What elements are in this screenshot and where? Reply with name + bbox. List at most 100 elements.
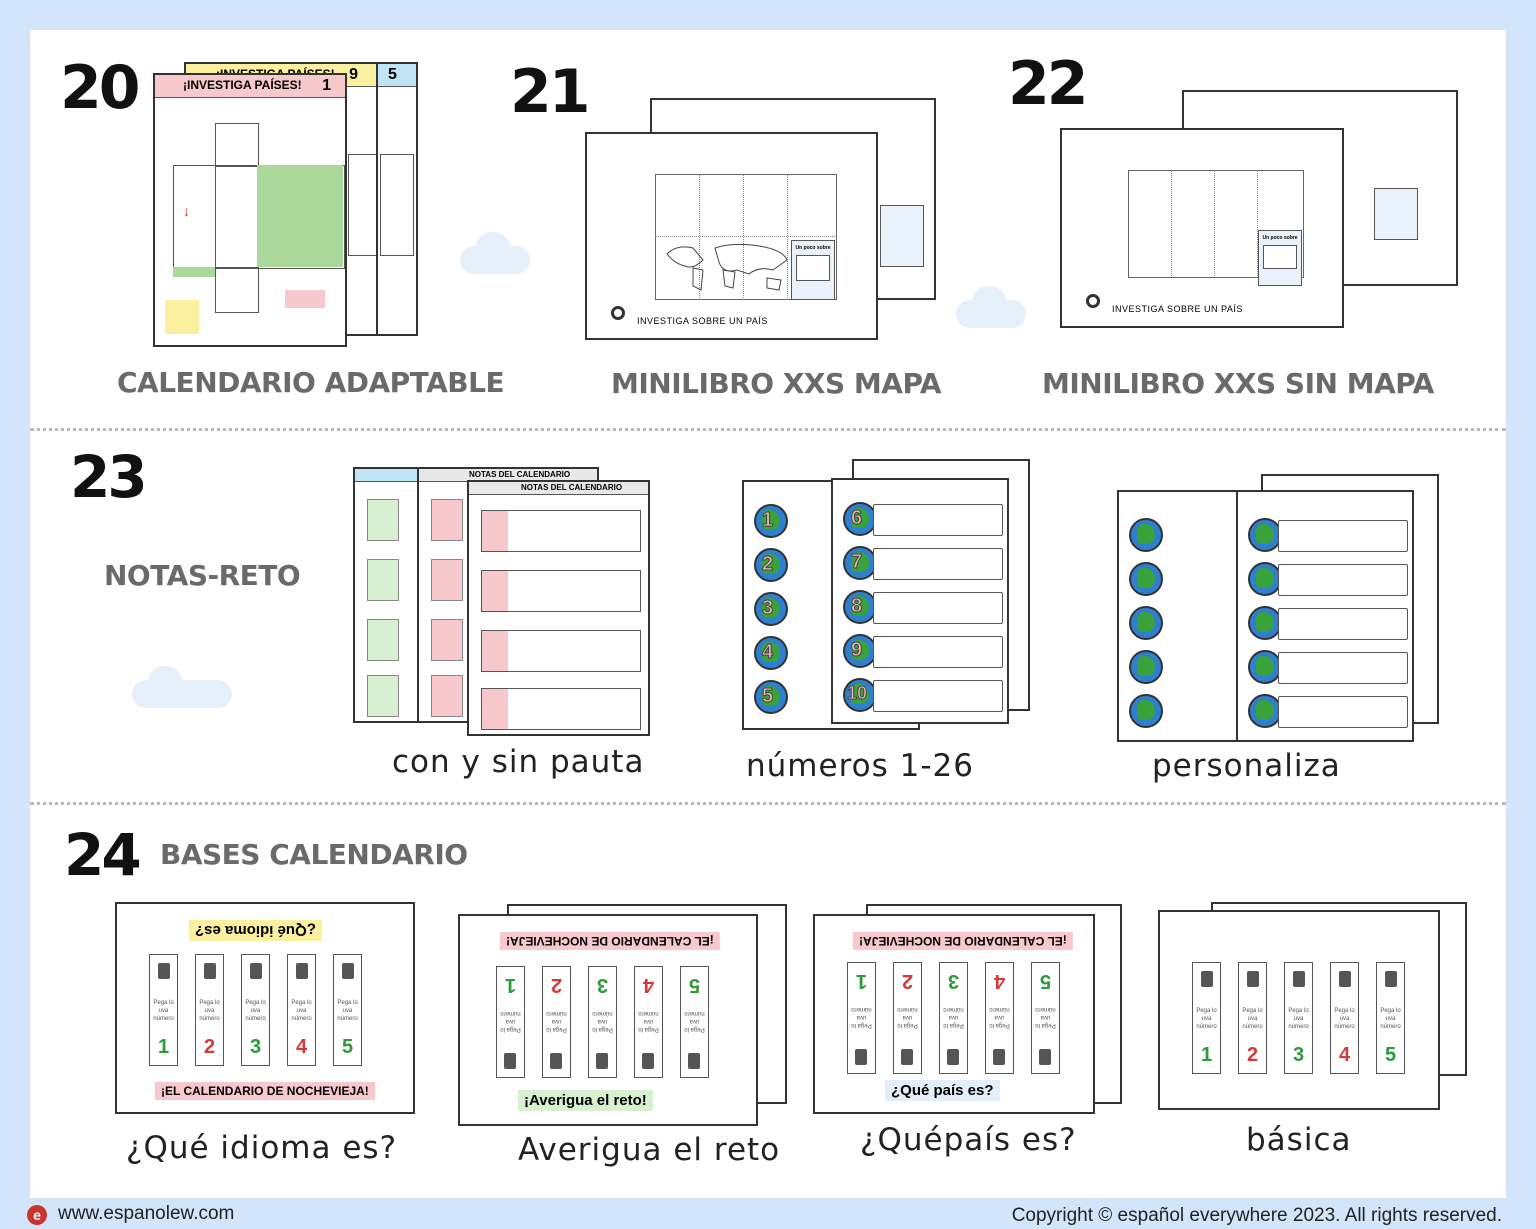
section-22-number: 22 xyxy=(1008,49,1088,119)
globe-icon: 5 xyxy=(754,680,788,714)
jar-icon xyxy=(642,1053,654,1069)
card-number: 5 xyxy=(688,974,701,996)
s21-title: MINILIBRO XXS MAPA xyxy=(611,367,942,400)
card-number: 1 xyxy=(157,1036,170,1058)
s23-numbers-front-right: 6 7 8 9 10 xyxy=(831,478,1009,724)
s24-banner-calendario-upside: ¡EL CALENDARIO DE NOCHEVIEJA! xyxy=(500,932,720,950)
s22-sheet-label: INVESTIGA SOBRE UN PAÍS xyxy=(1112,304,1243,314)
s24-caption-3: ¿Quépaís es? xyxy=(860,1122,1077,1158)
magnifier-icon xyxy=(611,306,625,320)
cloud-icon xyxy=(956,286,1026,328)
globe-icon: 4 xyxy=(754,636,788,670)
card-number: 2 xyxy=(901,970,914,992)
globe-icon xyxy=(1129,562,1163,596)
globe-icon xyxy=(1248,694,1282,728)
card-number: 3 xyxy=(1292,1044,1305,1066)
card-text: Pega lo uva número xyxy=(943,1006,964,1028)
cloud-icon xyxy=(460,232,530,274)
card-text: Pega lo uva número xyxy=(592,1010,613,1032)
world-map-icon xyxy=(663,240,791,294)
globe-icon: 7 xyxy=(843,546,877,580)
cloud-icon xyxy=(132,666,232,708)
card-text: Pega lo uva número xyxy=(638,1010,659,1032)
card-text: Pega lo uva número xyxy=(1196,1008,1217,1030)
s24-caption-1: ¿Qué idioma es? xyxy=(126,1130,398,1166)
card-number: 4 xyxy=(642,974,655,996)
magnifier-icon xyxy=(1086,294,1100,308)
calendar-card: Pega lo uva número 4 xyxy=(1330,962,1359,1074)
footer-copyright: Copyright © español everywhere 2023. All… xyxy=(1011,1205,1502,1226)
calendar-card: Pega lo uva número 2 xyxy=(893,962,922,1074)
jar-icon xyxy=(296,963,308,979)
globe-icon: 10 xyxy=(843,678,877,712)
s20-tab-number-1: 1 xyxy=(322,77,331,94)
calendar-card: Pega lo uva número 2 xyxy=(1238,962,1267,1074)
card-number: 4 xyxy=(1338,1044,1351,1066)
jar-icon xyxy=(947,1049,959,1065)
s23-sheet-title: NOTAS DEL CALENDARIO xyxy=(521,483,623,492)
s23-notes-sheet-3 xyxy=(353,467,419,723)
card-number: 3 xyxy=(947,970,960,992)
card-text: Pega lo uva número xyxy=(291,1000,312,1022)
card-text: Pega lo uva número xyxy=(1035,1006,1056,1028)
card-number: 5 xyxy=(1384,1044,1397,1066)
globe-icon xyxy=(1129,650,1163,684)
jar-icon xyxy=(1339,971,1351,987)
card-text: Pega lo uva número xyxy=(1334,1008,1355,1030)
s20-tab-number-3: 5 xyxy=(388,66,397,83)
s24-banner-calendario: ¡EL CALENDARIO DE NOCHEVIEJA! xyxy=(155,1082,375,1100)
globe-icon: 2 xyxy=(754,548,788,582)
globe-icon xyxy=(1248,562,1282,596)
s21-sheet-label: INVESTIGA SOBRE UN PAÍS xyxy=(637,316,768,326)
globe-icon xyxy=(1248,650,1282,684)
s23-caption-2: números 1-26 xyxy=(746,748,974,784)
jar-icon xyxy=(993,1049,1005,1065)
jar-icon xyxy=(550,1053,562,1069)
footer-website[interactable]: www.espanolew.com xyxy=(58,1203,235,1224)
s23-caption-1: con y sin pauta xyxy=(392,744,645,780)
card-number: 5 xyxy=(341,1036,354,1058)
card-text: Pega lo uva número xyxy=(989,1006,1010,1028)
globe-icon: 1 xyxy=(754,504,788,538)
s20-sheet-title: ¡INVESTIGA PAÍSES! xyxy=(183,78,302,92)
card-text: Pega lo uva número xyxy=(245,1000,266,1022)
section-20-number: 20 xyxy=(60,53,140,123)
card-number: 1 xyxy=(855,970,868,992)
espanolew-logo-icon: e xyxy=(27,1205,47,1225)
s24-banner-idioma: ¿Qué idioma es? xyxy=(189,920,322,941)
card-number: 2 xyxy=(1246,1044,1259,1066)
s23-caption-3: personaliza xyxy=(1152,748,1341,784)
divider xyxy=(30,428,1506,431)
card-number: 3 xyxy=(596,974,609,996)
jar-icon xyxy=(596,1053,608,1069)
card-text: Pega lo uva número xyxy=(897,1006,918,1028)
globe-icon: 3 xyxy=(754,592,788,626)
card-text: Pega lo uva número xyxy=(1288,1008,1309,1030)
card-number: 3 xyxy=(249,1036,262,1058)
jar-icon xyxy=(250,963,262,979)
section-24-number: 24 xyxy=(64,821,142,889)
calendar-card: Pega lo uva número 3 xyxy=(588,966,617,1078)
card-number: 4 xyxy=(295,1036,308,1058)
jar-icon xyxy=(855,1049,867,1065)
jar-icon xyxy=(1293,971,1305,987)
s24-caption-2: Averigua el reto xyxy=(518,1132,781,1168)
s22-box-label: Un poco sobre xyxy=(1262,235,1298,241)
calendar-card: Pega lo uva número 3 xyxy=(1284,962,1313,1074)
s20-title: CALENDARIO ADAPTABLE xyxy=(117,366,505,399)
globe-icon: 6 xyxy=(843,502,877,536)
s24-base-pais: ¡EL CALENDARIO DE NOCHEVIEJA! Pega lo uv… xyxy=(813,914,1095,1114)
calendar-card: Pega lo uva número 4 xyxy=(634,966,663,1078)
card-text: Pega lo uva número xyxy=(1242,1008,1263,1030)
s22-front-sheet: Un poco sobre INVESTIGA SOBRE UN PAÍS xyxy=(1060,128,1344,328)
